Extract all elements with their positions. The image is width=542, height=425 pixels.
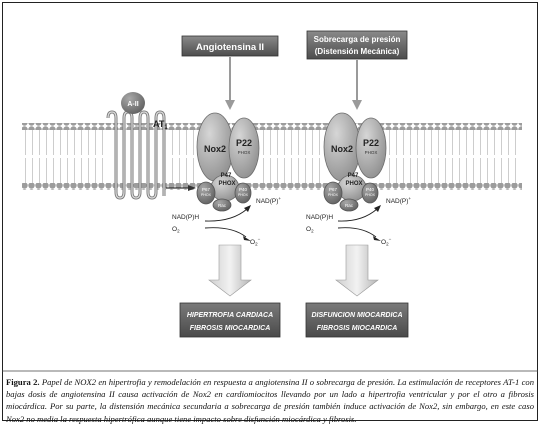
stimulus-arrowhead-left <box>225 100 235 110</box>
nox2-label-right: Nox2 <box>331 144 353 154</box>
caption-text: Papel de NOX2 en hipertrofia y remodelac… <box>6 377 534 424</box>
p22-label-left: P22 <box>236 138 252 148</box>
nox2-diagram: Angiotensina II A-II AT1 Nox2 P22 PHOX <box>2 30 538 372</box>
p22-sub-right: PHOX <box>365 150 378 155</box>
outcome-box-left <box>179 302 281 338</box>
caption-label: Figura 2. <box>6 377 40 387</box>
p40-right <box>361 182 379 204</box>
p40-sub-right: PHOX <box>365 193 376 197</box>
rac-label-right: Rac <box>345 203 354 208</box>
pressure-label-1: Sobrecarga de presión <box>314 35 401 44</box>
outcome-arrow-left <box>208 244 252 297</box>
left-pathway: Angiotensina II A-II AT1 Nox2 P22 PHOX <box>106 35 281 338</box>
angiotensin-ligand <box>121 92 145 114</box>
p47-label-left: P47 <box>221 173 232 179</box>
p67-left <box>196 181 216 205</box>
nadp-left: NAD(P)+ <box>256 196 281 205</box>
membrane-inner-heads <box>22 183 522 190</box>
figure-caption: Figura 2. Papel de NOX2 en hipertrofia y… <box>6 376 534 425</box>
nox2-complex-right: Nox2 P22 PHOX P47 PHOX P67 PHOX Rac P40 … <box>323 112 387 212</box>
nadp-right: NAD(P)+ <box>386 196 411 205</box>
nox2-complex-left: Nox2 P22 PHOX P47 PHOX P67 PHOX Rac P40 … <box>196 112 260 212</box>
at1-receptor: A-II AT1 <box>106 92 196 200</box>
rac-right <box>339 198 359 212</box>
nox2-label-left: Nox2 <box>204 144 226 154</box>
p40-label-right: P40 <box>366 187 375 192</box>
nadph-right: NAD(P)H <box>306 214 333 221</box>
reaction-right: NAD(P)H O2 NAD(P)+ O2− <box>306 196 411 247</box>
p67-sub-left: PHOX <box>201 193 212 197</box>
p22-left <box>228 117 260 179</box>
outcome-left-1: HIPERTROFIA CARDIACA <box>187 312 273 319</box>
p47-label-right: P47 <box>348 173 359 179</box>
superoxide-right: O2− <box>381 237 392 247</box>
rac-label-left: Rac <box>218 203 227 208</box>
angiotensin-stimulus-box <box>181 35 279 57</box>
o2-left: O2 <box>172 226 180 234</box>
p40-left <box>234 182 252 204</box>
stimulus-arrowhead-right <box>352 100 362 110</box>
p67-label-left: P67 <box>202 187 211 192</box>
rac-left <box>212 198 232 212</box>
p22-right <box>355 117 387 179</box>
ligand-label: A-II <box>127 101 138 108</box>
cell-membrane <box>22 122 522 190</box>
o2-right: O2 <box>306 226 314 234</box>
outcome-right-1: DISFUNCION MIOCARDICA <box>312 312 403 319</box>
pressure-stimulus-box <box>306 30 408 60</box>
superoxide-left: O2− <box>250 237 261 247</box>
membrane-outer-heads <box>22 123 522 130</box>
outcome-box-right <box>305 302 409 338</box>
outcome-left-2: FIBROSIS MIOCARDICA <box>190 325 271 332</box>
outcome-right-2: FIBROSIS MIOCARDICA <box>317 325 398 332</box>
figure-frame <box>2 2 538 421</box>
p67-sub-right: PHOX <box>328 193 339 197</box>
nadph-left: NAD(P)H <box>172 214 199 221</box>
pressure-label-2: (Distensión Mecánica) <box>315 47 400 56</box>
angiotensin-label: Angiotensina II <box>196 42 264 53</box>
p47-sub-left: PHOX <box>218 181 235 187</box>
outcome-arrow-right <box>335 244 379 297</box>
p40-label-left: P40 <box>239 187 248 192</box>
p67-label-right: P67 <box>329 187 338 192</box>
p22-sub-left: PHOX <box>238 150 251 155</box>
p47-sub-right: PHOX <box>345 181 362 187</box>
p40-sub-left: PHOX <box>238 193 249 197</box>
right-pathway: Sobrecarga de presión (Distensión Mecáni… <box>305 30 411 338</box>
reaction-left: NAD(P)H O2 NAD(P)+ O2− <box>172 196 281 247</box>
p67-right <box>323 181 343 205</box>
at1-label: AT1 <box>153 119 168 131</box>
p22-label-right: P22 <box>363 138 379 148</box>
